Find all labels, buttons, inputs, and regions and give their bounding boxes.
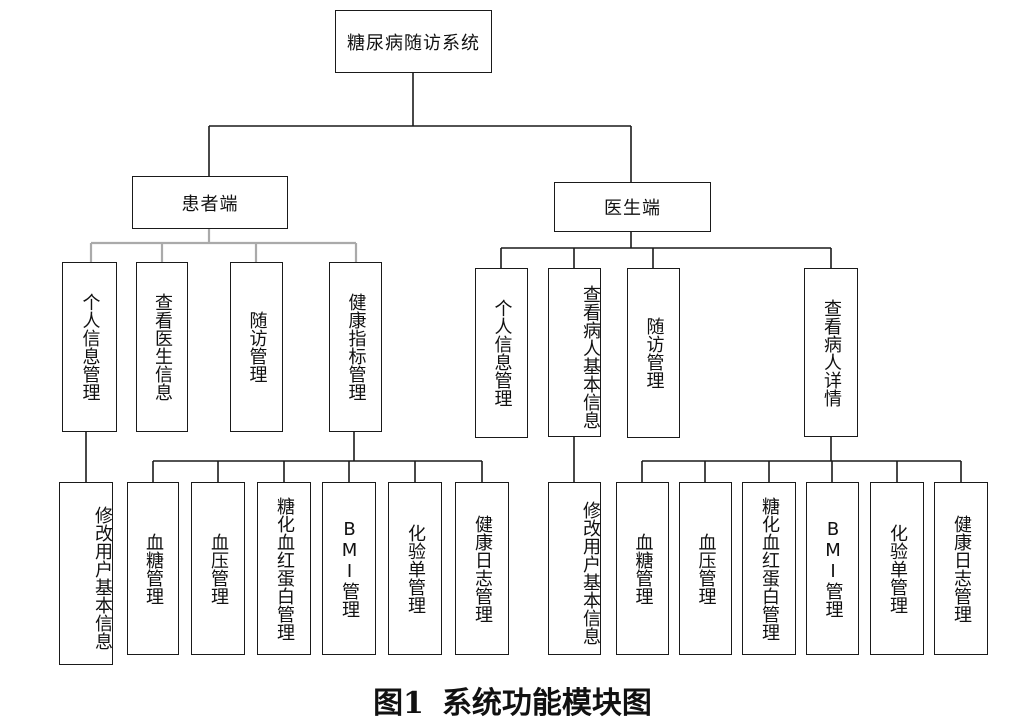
- root-label: 糖尿病随访系统: [347, 32, 480, 54]
- doctor-sub-hba1c: 糖化血红蛋白管理: [742, 482, 796, 655]
- doctor-sub-blood-sugar: 血糖管理: [616, 482, 669, 655]
- patient-module-personal-info: 个人信息管理: [62, 262, 117, 432]
- figure-number: 图1: [373, 686, 424, 721]
- doctor-module-patient-details: 查看病人详情: [804, 268, 858, 437]
- doctor-module-patient-basic-info: 查看病人基本信息: [548, 268, 601, 437]
- sub-module-label: 糖化血红蛋白管理: [759, 496, 780, 641]
- figure-title: 系统功能模块图: [441, 686, 652, 721]
- doctor-sub-edit-user-info: 修改用户基本信息: [548, 482, 601, 655]
- doctor-sub-health-log: 健康日志管理: [934, 482, 988, 655]
- patient-module-view-doctor: 查看医生信息: [136, 262, 188, 432]
- patient-sub-edit-user-info: 修改用户基本信息: [59, 482, 113, 665]
- sub-module-label: 健康日志管理: [472, 514, 493, 623]
- module-label: 随访管理: [643, 317, 665, 389]
- module-label: 个人信息管理: [491, 299, 513, 407]
- module-label: 健康指标管理: [345, 293, 367, 401]
- root-node: 糖尿病随访系统: [335, 10, 492, 73]
- doctor-side-node: 医生端: [554, 182, 711, 232]
- sub-module-label: 血压管理: [208, 532, 229, 605]
- patient-module-health-index: 健康指标管理: [329, 262, 382, 432]
- module-label: 查看病人基本信息: [580, 284, 601, 429]
- sub-module-label: BMI管理: [822, 519, 844, 618]
- patient-sub-health-log: 健康日志管理: [455, 482, 509, 655]
- figure-caption: 图1 系统功能模块图: [0, 678, 1025, 722]
- doctor-sub-bmi: BMI管理: [806, 482, 859, 655]
- patient-module-followup: 随访管理: [230, 262, 283, 432]
- patient-sub-lab-report: 化验单管理: [388, 482, 442, 655]
- sub-module-label: 修改用户基本信息: [580, 500, 601, 645]
- patient-sub-bmi: BMI管理: [322, 482, 376, 655]
- sub-module-label: 糖化血红蛋白管理: [274, 496, 295, 641]
- sub-module-label: BMI管理: [339, 519, 360, 618]
- doctor-side-label: 医生端: [604, 198, 661, 219]
- patient-sub-blood-pressure: 血压管理: [191, 482, 245, 655]
- module-label: 查看医生信息: [152, 293, 173, 401]
- sub-module-label: 血糖管理: [632, 532, 654, 605]
- module-label: 查看病人详情: [821, 298, 842, 407]
- doctor-sub-lab-report: 化验单管理: [870, 482, 924, 655]
- module-label: 随访管理: [246, 311, 268, 383]
- patient-side-node: 患者端: [132, 176, 288, 229]
- sub-module-label: 化验单管理: [887, 523, 908, 614]
- doctor-sub-blood-pressure: 血压管理: [679, 482, 732, 655]
- doctor-module-personal-info: 个人信息管理: [475, 268, 528, 438]
- patient-sub-blood-sugar: 血糖管理: [127, 482, 179, 655]
- sub-module-label: 血糖管理: [143, 532, 164, 605]
- module-label: 个人信息管理: [79, 293, 101, 401]
- doctor-module-followup: 随访管理: [627, 268, 680, 438]
- patient-sub-hba1c: 糖化血红蛋白管理: [257, 482, 311, 655]
- sub-module-label: 健康日志管理: [951, 514, 972, 623]
- sub-module-label: 血压管理: [695, 532, 717, 605]
- sub-module-label: 化验单管理: [405, 523, 426, 614]
- sub-module-label: 修改用户基本信息: [92, 505, 113, 650]
- patient-side-label: 患者端: [181, 193, 239, 215]
